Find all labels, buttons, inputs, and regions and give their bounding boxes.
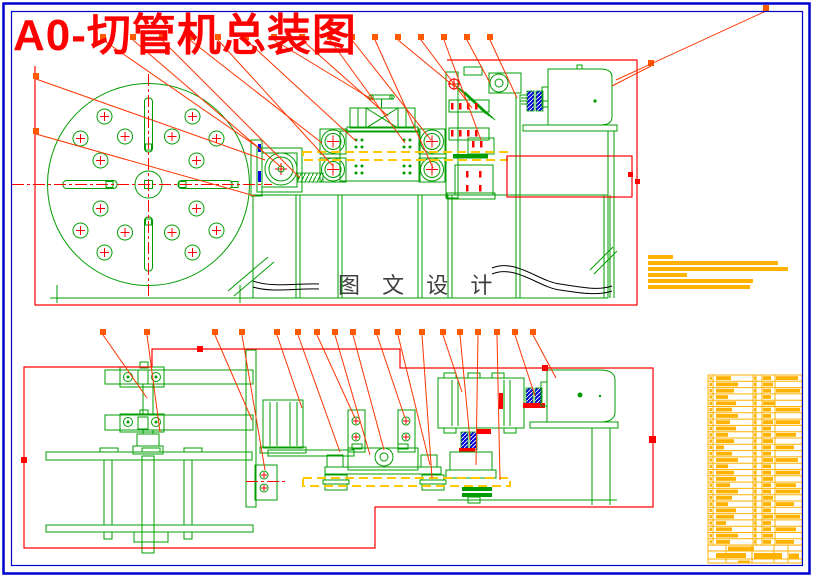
drive-train-front xyxy=(437,369,619,505)
belt-feed-unit xyxy=(250,139,324,197)
top-view-frame xyxy=(34,59,638,306)
front-view-frame xyxy=(21,346,656,549)
sheet-border-inner xyxy=(10,10,804,567)
pipe-centerline-top xyxy=(302,151,508,161)
drawing-title: A0-切管机总装图 xyxy=(13,11,357,60)
parts-table xyxy=(707,374,803,564)
cutting-head xyxy=(445,66,529,200)
roller-feed-box xyxy=(319,94,446,183)
motor-top xyxy=(522,64,618,298)
break-lines xyxy=(252,265,613,295)
front-view xyxy=(21,346,656,554)
detail-box xyxy=(506,155,640,198)
notes-bars xyxy=(648,255,788,289)
pipe-centerline-front xyxy=(302,477,511,487)
callout-leaders xyxy=(33,5,769,481)
top-view xyxy=(12,59,640,306)
base-frame-top xyxy=(50,194,611,299)
watermark-text: 图 文 设 计 xyxy=(338,273,500,298)
disc-support xyxy=(45,349,257,554)
coupling-top xyxy=(521,90,548,112)
